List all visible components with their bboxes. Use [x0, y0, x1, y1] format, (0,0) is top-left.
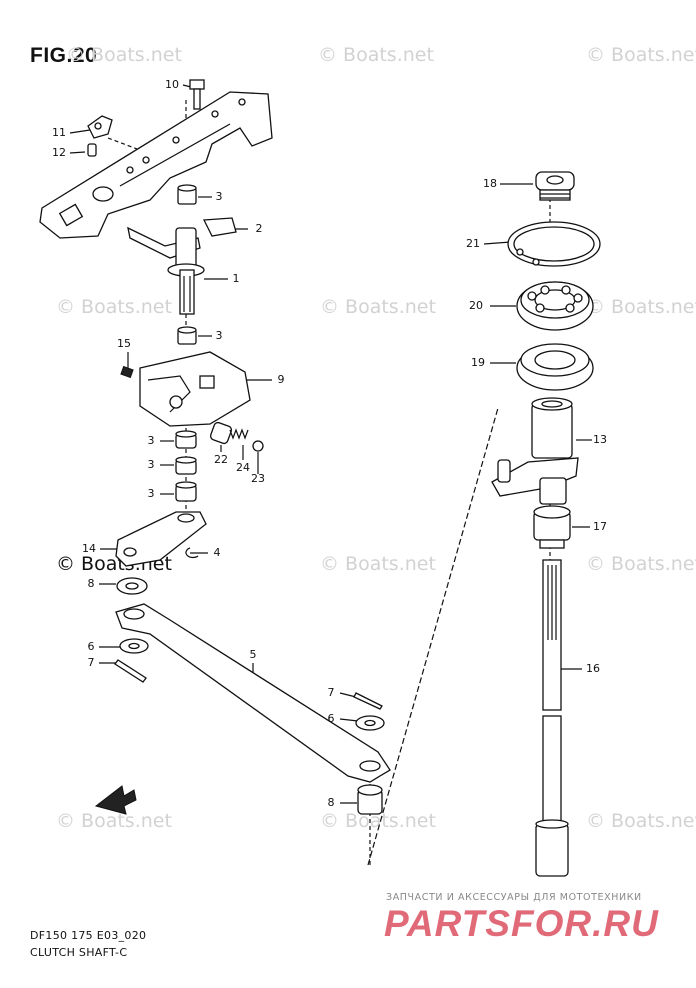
spring-24 — [229, 428, 249, 440]
seal-19 — [516, 343, 594, 391]
bushing-3-mid — [177, 326, 197, 345]
washer-6-right — [355, 715, 385, 731]
bushing-3-b — [175, 456, 197, 475]
cotter-pin-7-left — [114, 659, 147, 683]
watermark: © Boats.net — [586, 296, 696, 318]
callout-19: 19 — [471, 356, 485, 369]
watermark: © Boats.net — [318, 44, 434, 66]
watermark: © Boats.net — [320, 296, 436, 318]
callout-3: 3 — [147, 487, 155, 500]
bolt-10 — [189, 79, 205, 110]
callout-17: 17 — [593, 520, 607, 533]
watermark: © Boats.net — [66, 44, 182, 66]
fwd-arrow-icon — [94, 785, 137, 815]
callout-3: 3 — [215, 329, 223, 342]
cotter-pin-7-right — [353, 692, 383, 710]
watermark: © Boats.net — [586, 44, 696, 66]
pin-12 — [87, 143, 97, 157]
callout-18: 18 — [483, 177, 497, 190]
watermark: © Boats.net — [320, 810, 436, 832]
callout-24: 24 — [236, 461, 250, 474]
link-rod-5 — [115, 603, 391, 783]
clutch-shaft-16 — [535, 559, 569, 877]
screw-15 — [120, 365, 134, 379]
callout-12: 12 — [52, 146, 66, 159]
clip-4 — [185, 547, 199, 559]
callout-6: 6 — [327, 712, 335, 725]
model-code: DF150 175 E03_020 — [30, 929, 147, 942]
callout-4: 4 — [213, 546, 221, 559]
diagram-caption: CLUTCH SHAFT-C — [30, 946, 128, 959]
washer-6-left — [119, 638, 149, 654]
callout-16: 16 — [586, 662, 600, 675]
watermark: © Boats.net — [56, 810, 172, 832]
shop-logo: PARTSFOR.RU — [384, 903, 659, 944]
shop-tagline: ЗАПЧАСТИ И АКСЕССУАРЫ ДЛЯ МОТОТЕХНИКИ — [386, 892, 642, 903]
callout-3: 3 — [147, 434, 155, 447]
callout-9: 9 — [277, 373, 285, 386]
watermark: © Boats.net — [586, 553, 696, 575]
callout-1: 1 — [232, 272, 240, 285]
watermark: © Boats.net — [320, 553, 436, 575]
bushing-17 — [533, 505, 571, 549]
bushing-8-lower — [357, 784, 383, 815]
watermark: © Boats.net — [586, 810, 696, 832]
upper-bracket — [39, 91, 273, 239]
bushing-3-upper — [177, 184, 197, 205]
callout-3: 3 — [147, 458, 155, 471]
callout-8: 8 — [327, 796, 335, 809]
callout-23: 23 — [251, 472, 265, 485]
clip-11 — [87, 115, 113, 139]
callout-13: 13 — [593, 433, 607, 446]
plunger-22 — [209, 421, 233, 445]
watermark: © Boats.net — [56, 296, 172, 318]
shift-arm-1 — [127, 226, 205, 315]
clip-2 — [202, 217, 237, 237]
callout-22: 22 — [214, 453, 228, 466]
callout-3: 3 — [215, 190, 223, 203]
snap-ring-21 — [507, 221, 601, 267]
plug-18 — [535, 171, 575, 201]
washer-8-upper — [116, 577, 148, 595]
bearing-20 — [516, 281, 594, 331]
callout-2: 2 — [255, 222, 263, 235]
bushing-3-a — [175, 430, 197, 449]
lever-14 — [115, 511, 207, 567]
callout-14: 14 — [82, 542, 96, 555]
bushing-3-c — [175, 481, 197, 502]
figure-title: FIG.20 — [30, 44, 98, 67]
callout-7: 7 — [327, 686, 335, 699]
callout-20: 20 — [469, 299, 483, 312]
callout-21: 21 — [466, 237, 480, 250]
callout-8: 8 — [87, 577, 95, 590]
clutch-shaft-housing-13 — [491, 397, 579, 505]
ball-23 — [252, 440, 264, 452]
callout-11: 11 — [52, 126, 66, 139]
bracket-9 — [139, 351, 251, 427]
callout-6: 6 — [87, 640, 95, 653]
callout-5: 5 — [249, 648, 257, 661]
callout-10: 10 — [165, 78, 179, 91]
callout-15: 15 — [117, 337, 131, 350]
callout-7: 7 — [87, 656, 95, 669]
